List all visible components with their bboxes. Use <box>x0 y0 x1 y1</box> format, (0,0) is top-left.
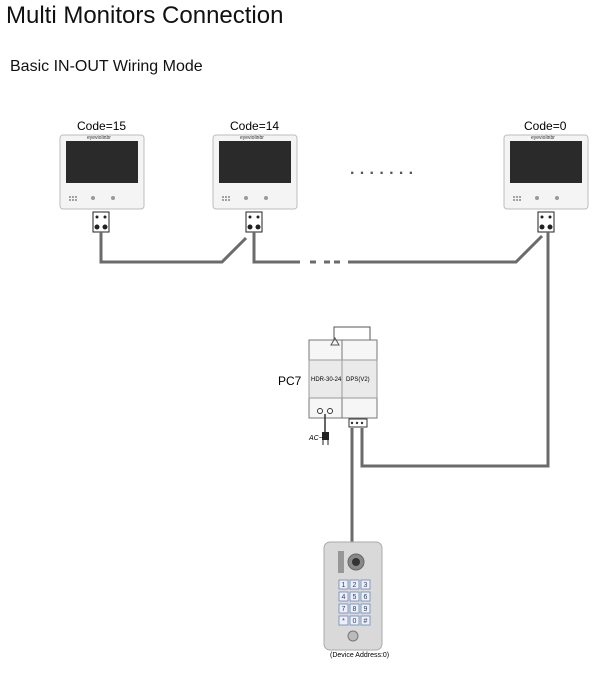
door-station: 1 2 3 4 5 6 7 8 9 * 0 # (Device Address:… <box>323 541 389 659</box>
monitor-brand: eyeviolinbr <box>240 135 264 141</box>
key-3: 3 <box>364 582 368 589</box>
power-unit-pc7: PC7 HDR-30-24 DPS(V2) AC~ <box>278 326 378 445</box>
monitor-terminal-blocks <box>92 211 555 233</box>
module-dps-label: DPS(V2) <box>346 377 370 383</box>
monitor-brand: eyeviolinbr <box>531 135 555 141</box>
key-2: 2 <box>353 582 357 589</box>
key-4: 4 <box>342 594 346 601</box>
monitor-code-14: Code=14 eyeviolinbr <box>212 119 298 210</box>
module-hdr-label: HDR-30-24 <box>311 377 342 383</box>
monitor-brand: eyeviolinbr <box>87 135 111 141</box>
monitor-code-15: Code=15 eyeviolinbr <box>59 119 145 210</box>
key-0: 0 <box>353 618 357 625</box>
page-title: Multi Monitors Connection <box>6 2 284 29</box>
power-unit-label: PC7 <box>278 374 302 388</box>
key-5: 5 <box>353 594 357 601</box>
key-6: 6 <box>364 594 368 601</box>
key-star: * <box>342 618 345 625</box>
key-1: 1 <box>342 582 346 589</box>
bus-wires <box>99 232 550 545</box>
page-subtitle: Basic IN-OUT Wiring Mode <box>10 58 203 75</box>
key-hash: # <box>364 618 368 625</box>
monitor-code-label: Code=0 <box>524 119 567 133</box>
device-address: (Device Address:0) <box>330 652 389 659</box>
monitor-code-label: Code=14 <box>230 119 279 133</box>
key-7: 7 <box>342 606 346 613</box>
keypad <box>338 579 371 626</box>
ac-label: AC~ <box>308 435 323 442</box>
monitor-code-0: Code=0 eyeviolinbr <box>503 119 589 210</box>
more-monitors-ellipsis: · · · · · · · <box>350 165 414 182</box>
key-9: 9 <box>364 606 368 613</box>
key-8: 8 <box>353 606 357 613</box>
monitor-code-label: Code=15 <box>77 119 126 133</box>
